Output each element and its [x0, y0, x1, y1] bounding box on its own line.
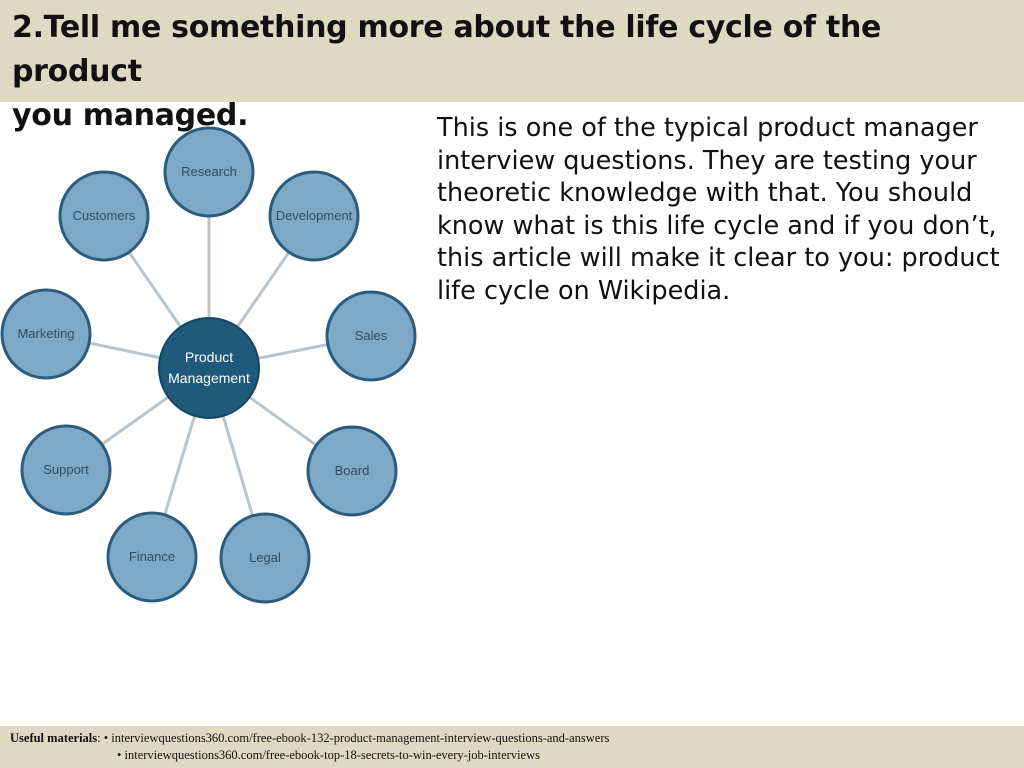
title-bar: 2.Tell me something more about the life … — [0, 0, 1024, 133]
node-customers-label: Customers — [73, 208, 136, 223]
footer-row-1: Useful materials: • interviewquestions36… — [10, 730, 1024, 747]
node-legal-circle — [219, 512, 311, 604]
slide-title: 2.Tell me something more about the life … — [12, 6, 1014, 138]
footer-separator: : — [97, 731, 104, 745]
footer-useful-materials: Useful materials: • interviewquestions36… — [0, 726, 1024, 768]
node-research-circle — [163, 126, 255, 218]
node-development: Development — [268, 170, 360, 262]
product-management-diagram: Research Development Sales Board Legal F… — [0, 126, 417, 604]
node-customers: Customers — [58, 170, 150, 262]
footer-label: Useful materials — [10, 731, 98, 745]
footer-row-2: • interviewquestions360.com/free-ebook-t… — [10, 747, 1024, 764]
node-marketing-label: Marketing — [17, 326, 74, 341]
hub-label-line-2: Management — [168, 370, 250, 386]
node-customers-circle — [58, 170, 150, 262]
node-finance-label: Finance — [129, 549, 175, 564]
node-support: Support — [20, 424, 112, 516]
node-finance-circle — [106, 511, 198, 603]
node-research-label: Research — [181, 164, 237, 179]
node-development-circle — [268, 170, 360, 262]
hub-label-line-1: Product — [185, 349, 233, 365]
node-research: Research — [163, 126, 255, 218]
node-board: Board — [306, 425, 398, 517]
node-sales-circle — [325, 290, 417, 382]
node-board-circle — [306, 425, 398, 517]
node-sales: Sales — [325, 290, 417, 382]
body-paragraph: This is one of the typical product manag… — [437, 113, 1000, 306]
node-marketing: Marketing — [0, 288, 92, 380]
footer-link-1[interactable]: • interviewquestions360.com/free-ebook-1… — [103, 731, 610, 745]
node-finance: Finance — [106, 511, 198, 603]
node-support-label: Support — [43, 462, 89, 477]
hub-circle — [158, 317, 260, 419]
node-support-circle — [20, 424, 112, 516]
node-sales-label: Sales — [355, 328, 388, 343]
node-board-label: Board — [335, 463, 370, 478]
slide-title-line-1: 2.Tell me something more about the life … — [12, 10, 882, 89]
node-marketing-circle — [0, 288, 92, 380]
node-legal: Legal — [219, 512, 311, 604]
node-development-label: Development — [276, 208, 353, 223]
footer-link-2[interactable]: • interviewquestions360.com/free-ebook-t… — [117, 748, 540, 762]
node-legal-label: Legal — [249, 550, 281, 565]
hub-product-management: Product Management — [158, 317, 260, 419]
